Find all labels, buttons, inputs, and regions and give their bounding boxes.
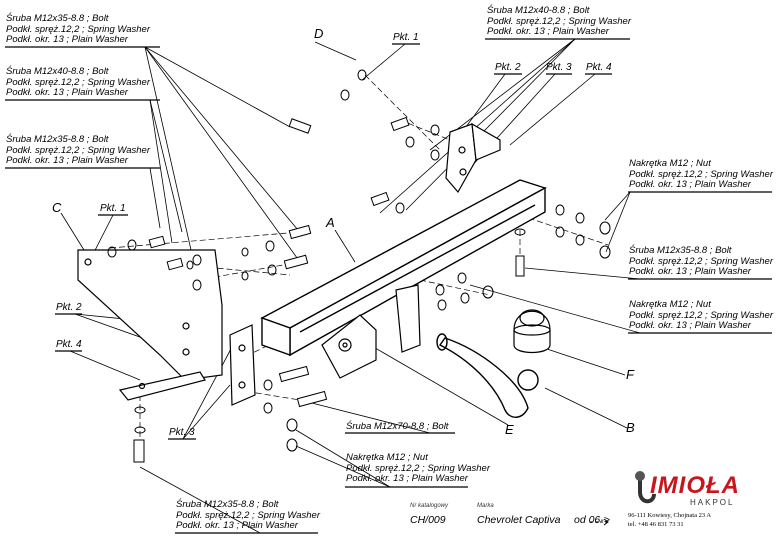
point-4-top: Pkt. 4: [586, 62, 612, 73]
catalog-number: CH/009: [410, 514, 446, 526]
point-2-left: Pkt. 2: [56, 302, 82, 313]
ball-cover: [513, 309, 551, 354]
part-letter-f: F: [626, 367, 634, 382]
company-logo: IMIOŁA HAKPOL: [628, 470, 740, 510]
part-letter-c: C: [52, 200, 62, 215]
callout-nut-right-1: Nakrętka M12 ; Nut Podkł. spręż.12,2 ; S…: [629, 158, 773, 191]
label-underlines: [5, 38, 772, 534]
part-letter-a: A: [326, 215, 335, 230]
catalog-caption: Nr katalogowy: [410, 503, 449, 509]
company-name: IMIOŁA: [650, 472, 740, 499]
bolts: [133, 116, 525, 463]
middle-plate: [229, 324, 256, 406]
callout-bolt-m12x70: Śruba M12x70-8.8 ; Bolt: [346, 421, 449, 432]
callout-bolt-top-center: Śruba M12x40-8.8 ; Bolt Podkł. spręż.12,…: [487, 5, 631, 38]
right-bracket: [445, 122, 501, 194]
vehicle-model: Chevrolet Captiva: [477, 514, 561, 526]
point-3-bottom: Pkt. 3: [169, 427, 195, 438]
part-letter-d: D: [314, 26, 324, 41]
point-1-top: Pkt. 1: [393, 32, 419, 43]
callout-bolt-bottom: Śruba M12x35-8.8 ; Bolt Podkł. spręż.12,…: [176, 499, 320, 532]
callout-bolt-top-left-2: Śruba M12x40-8.8 ; Bolt Podkł. spręż.12,…: [6, 66, 150, 99]
tow-ball-neck: [436, 333, 539, 418]
company-address: 96-111 Kowiesy, Chojnata 23 A: [628, 512, 712, 519]
callout-bolt-right: Śruba M12x35-8.8 ; Bolt Podkł. spręż.12,…: [629, 245, 773, 278]
left-bracket: [77, 249, 223, 381]
model-year-from: od 06->: [574, 514, 610, 526]
brand-caption: Marka: [477, 503, 494, 509]
cross-beam: [260, 179, 547, 357]
direction-arrow: [590, 518, 609, 526]
washers-nuts: [107, 69, 611, 452]
point-1-left: Pkt. 1: [100, 203, 126, 214]
company-phone: tel. +48 46 831 73 31: [628, 521, 684, 528]
callout-nut-bottom-center: Nakrętka M12 ; Nut Podkł. spręż.12,2 ; S…: [346, 452, 490, 485]
company-subname: HAKPOL: [690, 498, 735, 507]
callout-nut-right-2: Nakrętka M12 ; Nut Podkł. spręż.12,2 ; S…: [629, 299, 773, 332]
callout-bolt-top-left-1: Śruba M12x35-8.8 ; Bolt Podkł. spręż.12,…: [6, 13, 150, 46]
hook-icon: [635, 471, 656, 504]
callout-bolt-top-left-3: Śruba M12x35-8.8 ; Bolt Podkł. spręż.12,…: [6, 134, 150, 167]
part-letter-b: B: [626, 420, 635, 435]
bottom-plate: [118, 371, 206, 401]
socket-plate: [321, 284, 421, 379]
point-3-top: Pkt. 3: [546, 62, 572, 73]
point-2-top: Pkt. 2: [495, 62, 521, 73]
part-letter-e: E: [505, 422, 514, 437]
point-4-left: Pkt. 4: [56, 339, 82, 350]
